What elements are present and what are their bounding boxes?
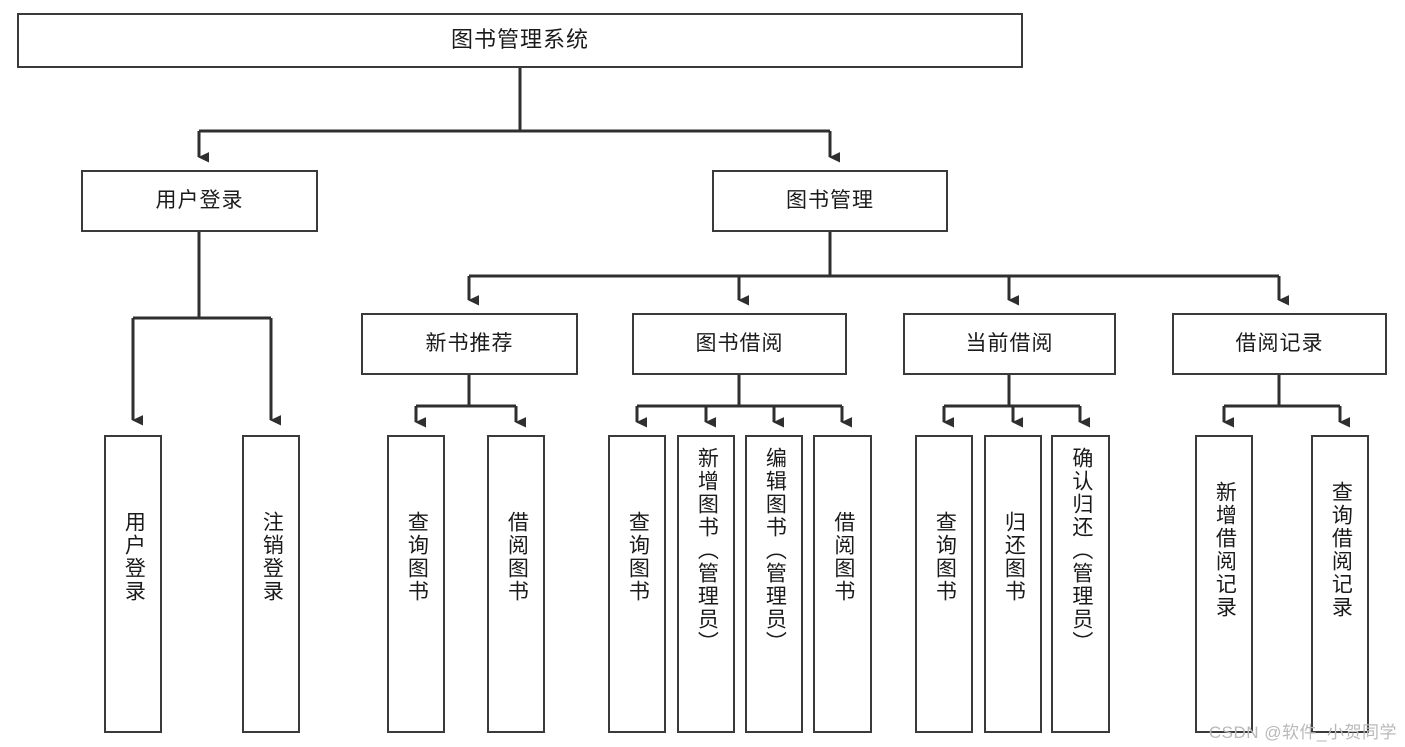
node-leaf-label: 查询图书	[933, 511, 957, 603]
node-leaf-borrow-book[interactable]: 借阅图书	[813, 435, 872, 733]
node-leaf-query-book-borrow[interactable]: 查询图书	[608, 435, 666, 733]
node-leaf-label: 归还图书	[1002, 511, 1026, 603]
node-leaf-label: 查询借阅记录	[1329, 481, 1353, 619]
node-leaf-label: 编辑图书（管理员）	[763, 447, 787, 654]
node-leaf-logout[interactable]: 注销登录	[242, 435, 300, 733]
node-leaf-label: 用户登录	[122, 511, 146, 603]
node-book-management-module[interactable]: 图书管理	[712, 170, 948, 232]
node-leaf-query-book-current[interactable]: 查询图书	[915, 435, 973, 733]
node-leaf-label: 借阅图书	[831, 511, 855, 603]
node-leaf-confirm-return-admin[interactable]: 确认归还（管理员）	[1051, 435, 1110, 733]
node-leaf-label: 确认归还（管理员）	[1069, 447, 1093, 654]
node-leaf-borrow-book-recommend[interactable]: 借阅图书	[487, 435, 545, 733]
node-leaf-add-borrow-record[interactable]: 新增借阅记录	[1195, 435, 1253, 733]
node-user-login-module[interactable]: 用户登录	[81, 170, 318, 232]
node-leaf-user-login[interactable]: 用户登录	[104, 435, 162, 733]
node-leaf-add-book-admin[interactable]: 新增图书（管理员）	[677, 435, 735, 733]
node-leaf-return-book[interactable]: 归还图书	[984, 435, 1042, 733]
node-book-borrow[interactable]: 图书借阅	[632, 313, 847, 375]
node-root-system[interactable]: 图书管理系统	[17, 13, 1023, 68]
node-leaf-label: 新增借阅记录	[1213, 481, 1237, 619]
node-leaf-label: 借阅图书	[505, 511, 529, 603]
node-leaf-label: 注销登录	[260, 511, 284, 603]
node-leaf-label: 查询图书	[405, 511, 429, 603]
node-leaf-edit-book-admin[interactable]: 编辑图书（管理员）	[745, 435, 803, 733]
node-new-book-recommend[interactable]: 新书推荐	[361, 313, 578, 375]
node-current-borrow[interactable]: 当前借阅	[903, 313, 1116, 375]
node-leaf-query-borrow-record[interactable]: 查询借阅记录	[1311, 435, 1369, 733]
node-leaf-label: 新增图书（管理员）	[695, 447, 719, 654]
node-borrow-record[interactable]: 借阅记录	[1172, 313, 1387, 375]
watermark: CSDN @软件_小贺同学	[1208, 723, 1397, 742]
node-leaf-query-book-recommend[interactable]: 查询图书	[387, 435, 445, 733]
node-leaf-label: 查询图书	[626, 511, 650, 603]
